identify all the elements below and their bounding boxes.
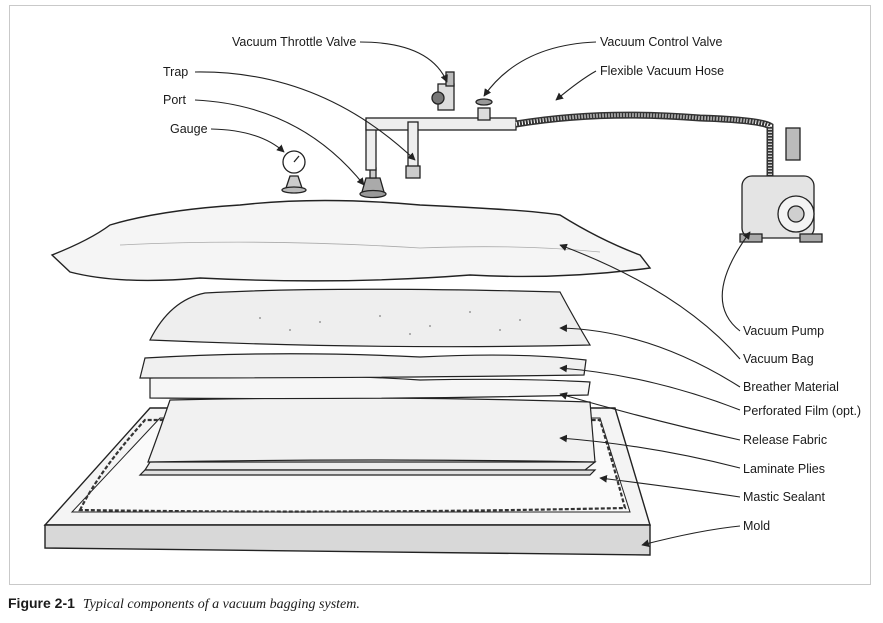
gauge: [281, 150, 307, 194]
release-fabric: [147, 397, 596, 463]
label-vacuum-bag: Vacuum Bag: [743, 352, 814, 366]
label-gauge: Gauge: [170, 122, 208, 136]
label-breather-material: Breather Material: [743, 380, 839, 394]
plumbing: [365, 71, 517, 179]
caption-text: Typical components of a vacuum bagging s…: [82, 597, 360, 612]
label-vacuum-pump: Vacuum Pump: [743, 324, 825, 338]
vacuum-bag-fabric: [149, 288, 592, 348]
label-port: Port: [163, 93, 186, 107]
port: [359, 167, 387, 199]
label-laminate-plies: Laminate Plies: [743, 462, 825, 476]
vacuum-pump: [739, 127, 823, 243]
label-mold: Mold: [743, 519, 771, 533]
label-release-fabric: Release Fabric: [743, 433, 828, 447]
perforated-film: [149, 374, 591, 400]
label-flexible-vacuum-hose: Flexible Vacuum Hose: [600, 64, 725, 78]
label-vacuum-control-valve: Vacuum Control Valve: [600, 35, 723, 49]
breather-material: [139, 353, 587, 379]
label-perforated-film: Perforated Film (opt.): [743, 404, 862, 418]
caption-number: Figure 2-1: [8, 595, 75, 611]
label-mastic-sealant: Mastic Sealant: [743, 490, 825, 504]
vacuum-bag-sheet: [50, 199, 652, 282]
laminate-plies: [138, 461, 597, 476]
figure-caption: Figure 2-1 Typical components of a vacuum…: [8, 595, 360, 613]
label-vacuum-throttle-valve: Vacuum Throttle Valve: [232, 35, 357, 49]
flexible-vacuum-hose: [515, 111, 774, 176]
mastic-sealant: [78, 418, 627, 513]
label-trap: Trap: [163, 65, 189, 79]
